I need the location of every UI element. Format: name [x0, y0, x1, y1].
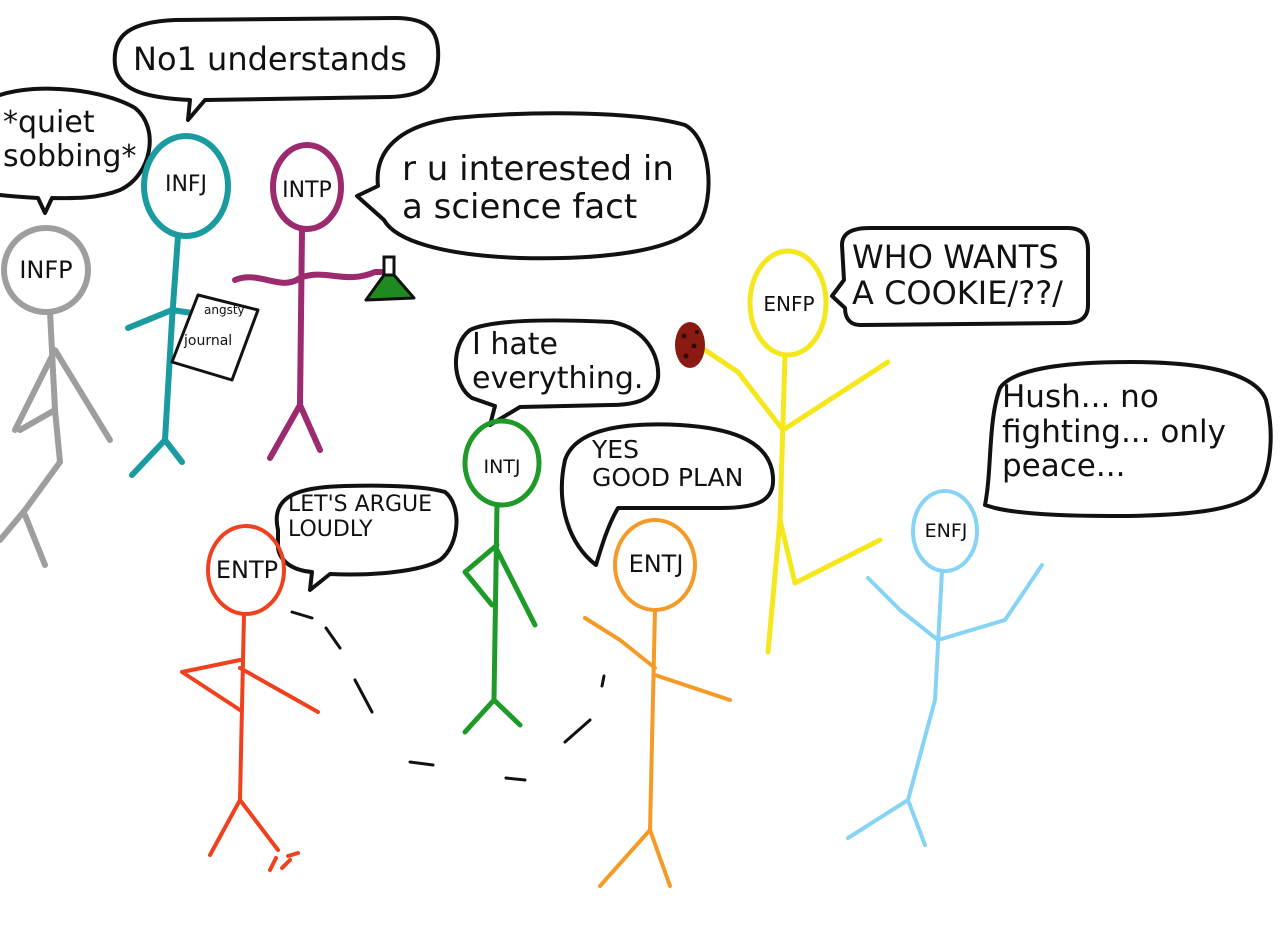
stick-figure-entp — [180, 524, 320, 872]
label-intj: INTJ — [483, 456, 521, 478]
stick-figure-enfp — [699, 248, 891, 655]
flask — [364, 255, 416, 302]
speech-bubble-infp — [0, 86, 152, 215]
argue-circle-dashes — [290, 610, 606, 782]
speech-text-infp: *quiet sobbing* — [3, 105, 137, 174]
speech-text-intj: I hate everything. — [472, 327, 644, 396]
speech-text-infj: No1 understands — [133, 40, 407, 78]
stick-figure-infp — [0, 225, 113, 568]
journal-label-line1: angsty — [204, 303, 245, 317]
stick-figure-entj — [583, 518, 732, 888]
speech-text-enfp: WHO WANTS A COOKIE/??/ — [852, 238, 1063, 312]
speech-text-entp: LET'S ARGUE LOUDLY — [288, 492, 432, 542]
speech-text-intp: r u interested in a science fact — [402, 149, 674, 228]
stick-figure-enfj — [846, 489, 1044, 847]
speech-bubble-intj — [454, 318, 661, 427]
speech-bubble-enfp — [830, 226, 1090, 327]
speech-bubble-entj — [559, 422, 776, 567]
label-infj: INFJ — [164, 172, 208, 197]
label-enfj: ENFJ — [924, 520, 968, 542]
cookie — [675, 322, 705, 368]
speech-text-entj: YES GOOD PLAN — [592, 435, 744, 492]
label-entj: ENTJ — [628, 550, 684, 578]
stick-figure-intj — [462, 418, 542, 735]
label-intp: INTP — [282, 178, 332, 203]
speech-bubble-entp — [274, 483, 459, 592]
angsty-journal — [170, 293, 260, 382]
stick-figure-infj — [125, 133, 231, 478]
speech-bubble-intp — [355, 111, 711, 261]
label-infp: INFP — [19, 256, 73, 284]
speech-bubble-enfj — [983, 360, 1273, 518]
label-enfp: ENFP — [763, 292, 815, 316]
stick-figure-intp — [232, 142, 395, 461]
label-entp: ENTP — [215, 556, 279, 584]
speech-bubble-infj — [112, 16, 441, 122]
speech-text-enfj: Hush... no fighting... only peace... — [1002, 379, 1226, 485]
journal-label-line2: journal — [184, 333, 233, 349]
